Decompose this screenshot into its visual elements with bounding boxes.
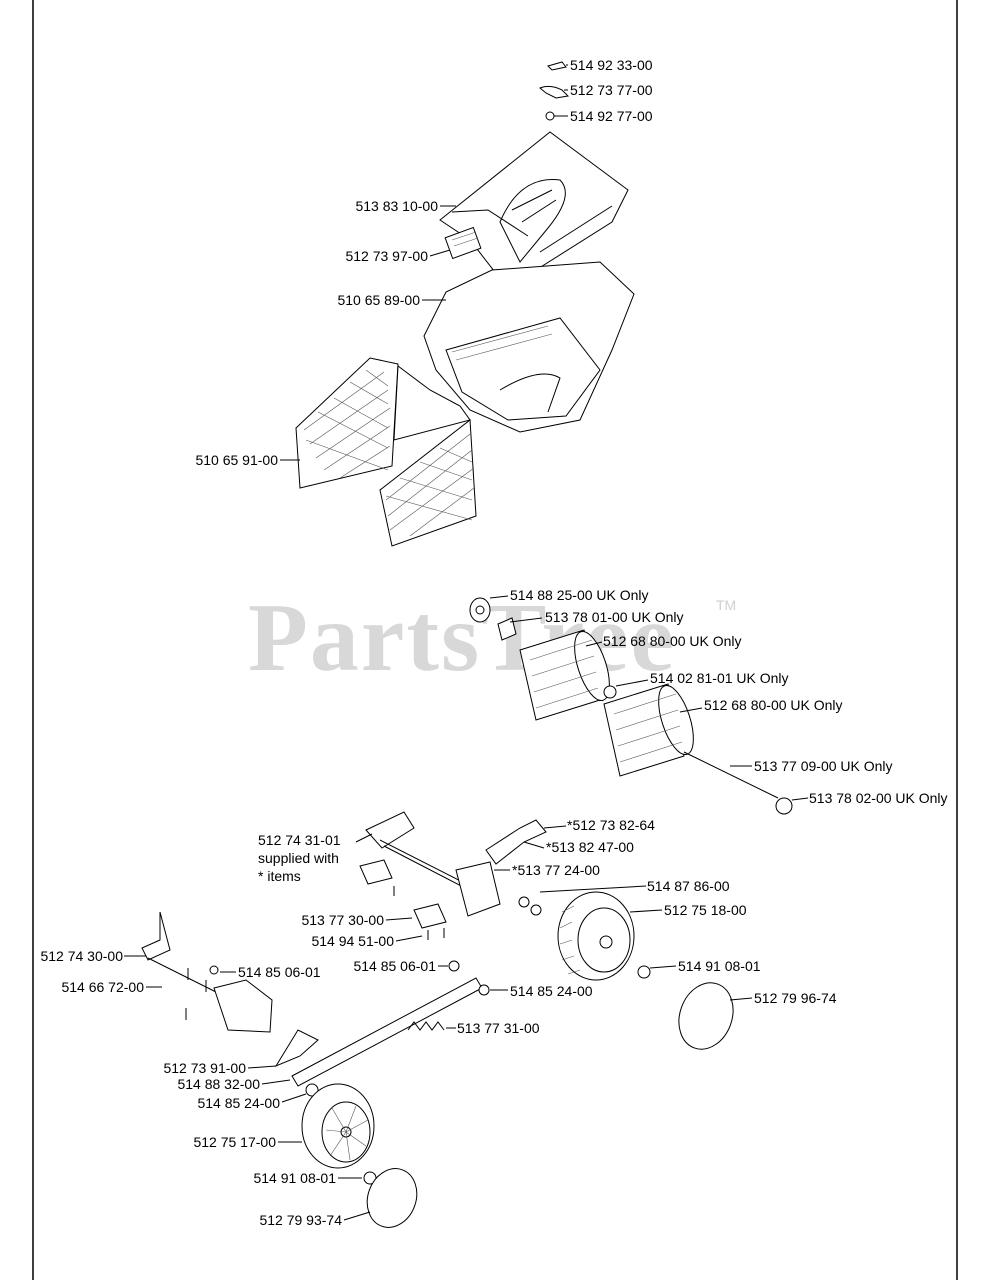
part-label: 514 85 24-00 [510, 983, 593, 999]
part-label: 510 65 89-00 [337, 292, 420, 308]
part-label: 514 92 77-00 [570, 108, 653, 124]
roller-rear-part [603, 683, 694, 777]
wheel-right-washer-part [637, 965, 651, 979]
part-label: 514 66 72-00 [61, 979, 144, 995]
axle-bolt-part [448, 960, 460, 972]
roller-front-part [519, 629, 610, 721]
latch-part [539, 85, 570, 99]
part-label: 512 75 17-00 [193, 1134, 276, 1150]
part-label: *513 77 24-00 [512, 862, 600, 878]
part-label: 513 78 02-00 UK Only [809, 790, 948, 806]
part-label: *513 82 47-00 [546, 839, 634, 855]
part-label: 514 85 06-01 [353, 958, 436, 974]
catcher-top-part [439, 131, 629, 291]
wheel-right-part [557, 891, 635, 981]
catcher-bag-right-part [379, 365, 477, 547]
washers-small-part [518, 896, 542, 916]
part-label: 514 94 51-00 [311, 933, 394, 949]
axle-washer-right-part [478, 984, 490, 996]
part-label: *512 73 82-64 [567, 817, 655, 833]
front-axle-lever-part [141, 911, 273, 1033]
end-cap-part [469, 597, 491, 623]
part-label: 514 87 86-00 [647, 878, 730, 894]
handle-grip-part [444, 226, 482, 260]
wheel-left-part [301, 1083, 375, 1169]
part-label: 513 83 10-00 [355, 198, 438, 214]
screws-part [393, 886, 445, 940]
ball-part [545, 111, 555, 121]
catcher-bag-left-part [295, 357, 399, 489]
part-label: 514 88 32-00 [177, 1076, 260, 1092]
part-note: supplied with [258, 850, 339, 866]
hubcap-right-part [678, 982, 734, 1050]
part-label: 512 68 80-00 UK Only [704, 697, 843, 713]
catcher-frame-part [423, 261, 635, 433]
part-label: 513 77 30-00 [301, 912, 384, 928]
spacer-blocks-part [359, 859, 447, 929]
bushing-part [497, 617, 517, 641]
axle-bar-part [291, 977, 483, 1087]
front-spring-clip-part [274, 1029, 319, 1068]
part-label: 512 74 31-01 [258, 832, 341, 848]
part-note: * items [258, 868, 301, 884]
part-label: 514 88 25-00 UK Only [510, 587, 649, 603]
part-label: 514 92 33-00 [570, 57, 653, 73]
watermark-trademark: TM [716, 597, 737, 613]
part-label: 512 68 80-00 UK Only [603, 633, 742, 649]
part-label: 513 77 09-00 UK Only [754, 758, 893, 774]
part-label: 514 91 08-01 [253, 1170, 336, 1186]
part-label: 514 02 81-01 UK Only [650, 670, 789, 686]
roller-shaft-part [683, 751, 793, 815]
axle-spring-part [407, 1021, 445, 1031]
part-label: 513 78 01-00 UK Only [545, 609, 684, 625]
part-label: 510 65 91-00 [195, 452, 278, 468]
part-label: 512 79 96-74 [754, 990, 837, 1006]
part-label: 514 85 06-01 [238, 964, 321, 980]
hubcap-left-part [366, 1168, 418, 1228]
part-label: 512 73 77-00 [570, 82, 653, 98]
front-screws-part [185, 965, 219, 1020]
part-label: 513 77 31-00 [457, 1020, 540, 1036]
part-label: 512 73 91-00 [163, 1060, 246, 1076]
part-label: 514 91 08-01 [678, 958, 761, 974]
clip-part [547, 61, 567, 71]
part-label: 514 85 24-00 [197, 1095, 280, 1111]
height-adjust-bracket-part [365, 811, 547, 917]
washer-part [603, 685, 617, 699]
part-label: 512 74 30-00 [40, 948, 123, 964]
part-label: 512 75 18-00 [664, 902, 747, 918]
part-label: 512 79 93-74 [259, 1212, 342, 1228]
part-label: 512 73 97-00 [345, 248, 428, 264]
leader-lines [124, 64, 809, 1221]
